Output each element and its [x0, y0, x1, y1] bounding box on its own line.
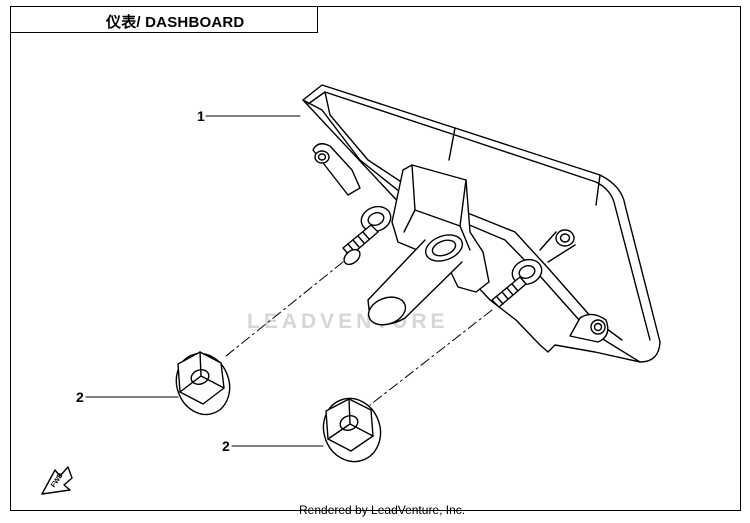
assembly-line-left: [225, 261, 344, 357]
dashboard-housing[interactable]: [302, 84, 661, 363]
page-title: 仪表/ DASHBOARD: [106, 14, 245, 31]
callout-2-lower: 2: [222, 438, 230, 454]
flange-nut-lower[interactable]: [315, 390, 390, 469]
flange-nut-upper[interactable]: [168, 346, 238, 422]
callout-2-upper: 2: [76, 389, 84, 405]
title-box: [10, 6, 318, 33]
drawing-frame: [10, 6, 741, 511]
footer-credit: Rendered by LeadVenture, Inc.: [299, 503, 466, 517]
assembly-line-right: [369, 309, 493, 406]
fwd-arrow-icon: FWD: [41, 466, 73, 495]
callout-1: 1: [197, 108, 205, 124]
